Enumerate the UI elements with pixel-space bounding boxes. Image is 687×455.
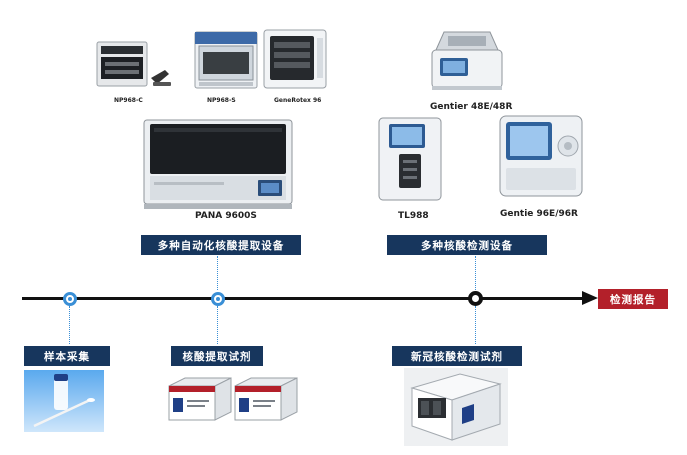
gentier48-label: Gentier 48E/48R [430, 102, 513, 112]
tl988-label: TL988 [398, 211, 429, 221]
np968s-label: NP968-S [207, 97, 236, 104]
connector-detection-reagent [475, 306, 476, 344]
extraction-equipment-banner: 多种自动化核酸提取设备 [141, 235, 301, 255]
connector-detection-equipment [475, 256, 476, 290]
extraction-reagent-banner: 核酸提取试剂 [171, 346, 263, 366]
gentie96-instrument-image [499, 115, 583, 197]
sample-swab-image [24, 370, 104, 432]
timeline-node-detection [468, 291, 483, 306]
generotex-label: GeneRotex 96 [274, 97, 322, 104]
connector-sample [69, 306, 70, 344]
process-timeline [22, 297, 586, 300]
covid-detection-reagent-kit-image [404, 368, 508, 446]
timeline-node-sample [63, 292, 77, 306]
np968c-instrument-image [96, 41, 171, 87]
timeline-node-extraction [211, 292, 225, 306]
sample-collection-banner: 样本采集 [24, 346, 110, 366]
pana-instrument-image [143, 119, 293, 209]
connector-extraction-equipment [217, 256, 218, 290]
pana-label: PANA 9600S [195, 211, 257, 221]
gentie96-label: Gentie 96E/96R [500, 209, 578, 219]
detection-report-banner: 检测报告 [598, 289, 668, 309]
timeline-arrow-icon [582, 291, 598, 305]
generotex-instrument-image [263, 29, 327, 89]
detection-equipment-banner: 多种核酸检测设备 [387, 235, 547, 255]
np968s-instrument-image [194, 31, 258, 89]
tl988-instrument-image [378, 117, 442, 201]
np968c-label: NP968-C [114, 97, 143, 104]
extraction-reagent-kit-image [168, 377, 298, 421]
gentier48-instrument-image [431, 31, 503, 90]
covid-detection-reagent-banner: 新冠核酸检测试剂 [392, 346, 522, 366]
connector-extraction-reagent [217, 306, 218, 344]
